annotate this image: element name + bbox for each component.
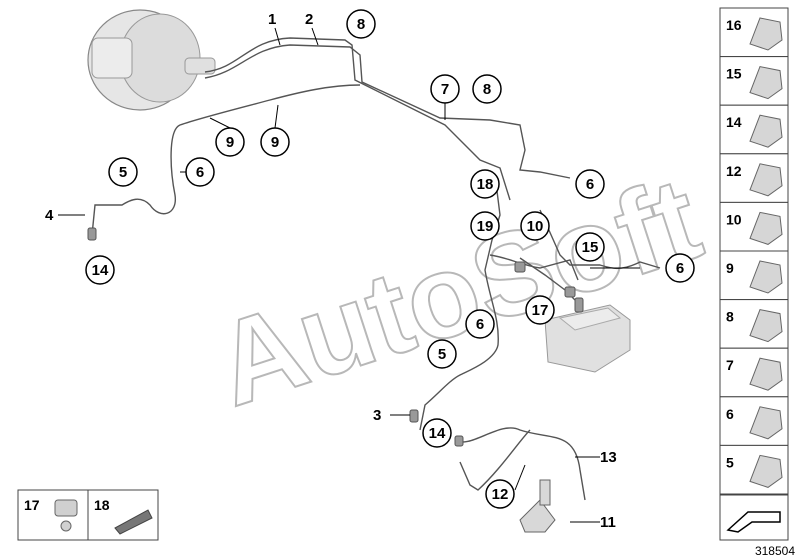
brake-booster <box>87 9 216 111</box>
legend-part-icon <box>749 260 783 294</box>
callout-9-left: 9 <box>226 134 234 151</box>
callout-14-lower: 14 <box>429 425 446 442</box>
legend-part-icon <box>749 454 783 488</box>
callout-19: 19 <box>477 218 494 235</box>
circled-callouts <box>85 9 695 509</box>
legend-part-number: 6 <box>726 406 734 422</box>
callout-6-right: 6 <box>676 260 684 277</box>
legend-part-icon <box>749 17 783 51</box>
legend-part-icon <box>749 211 783 245</box>
bottom-part-17-number: 17 <box>24 497 40 513</box>
legend-part-number: 14 <box>726 114 742 130</box>
legend-part-number: 5 <box>726 454 734 470</box>
callout-6-lower: 6 <box>476 316 484 333</box>
callout-8-mid: 8 <box>483 81 491 98</box>
callout-10: 10 <box>527 218 544 235</box>
legend-part-number: 15 <box>726 66 742 82</box>
callout-11: 11 <box>600 514 616 531</box>
callout-13: 13 <box>600 449 617 466</box>
callout-15: 15 <box>582 239 599 256</box>
parts-legend: 16 15 14 12 10 9 8 7 6 5 <box>719 7 789 541</box>
callout-12: 12 <box>492 486 509 503</box>
callout-3: 3 <box>373 407 381 424</box>
legend-part-icon <box>749 357 783 391</box>
callout-7: 7 <box>441 81 449 98</box>
legend-part-number: 16 <box>726 17 742 33</box>
callout-1: 1 <box>268 11 276 28</box>
callout-2: 2 <box>305 11 313 28</box>
callout-4: 4 <box>45 207 54 224</box>
callout-6-mid: 6 <box>586 176 594 193</box>
legend-part-number: 10 <box>726 211 742 227</box>
fittings <box>87 227 584 447</box>
reference-number: 318504 <box>755 544 795 558</box>
legend-part-icon <box>749 163 783 197</box>
legend-part-number: 9 <box>726 260 734 276</box>
legend-part-icon <box>749 406 783 440</box>
hose-bracket <box>519 479 556 533</box>
legend-part-number: 12 <box>726 163 742 179</box>
bottom-part-18-number: 18 <box>94 497 110 513</box>
legend-part-icon <box>749 66 783 100</box>
hydraulic-unit <box>544 304 631 373</box>
callout-14-left: 14 <box>92 262 109 279</box>
callout-9-right: 9 <box>271 134 279 151</box>
callout-5-top: 5 <box>119 164 127 181</box>
bottom-part-18-icon <box>114 509 153 535</box>
callout-5-lower: 5 <box>438 346 446 363</box>
callout-18: 18 <box>477 176 494 193</box>
legend-part-number: 8 <box>726 309 734 325</box>
callout-17: 17 <box>532 302 549 319</box>
legend-part-number: 7 <box>726 357 734 373</box>
legend-part-icon <box>749 114 783 148</box>
bottom-parts: 17 18 <box>17 489 159 541</box>
watermark: AutoSoft <box>200 152 714 431</box>
callout-8-top: 8 <box>357 16 365 33</box>
callout-6-left: 6 <box>196 164 204 181</box>
legend-part-icon <box>749 309 783 343</box>
bottom-part-17-icon <box>54 499 78 532</box>
